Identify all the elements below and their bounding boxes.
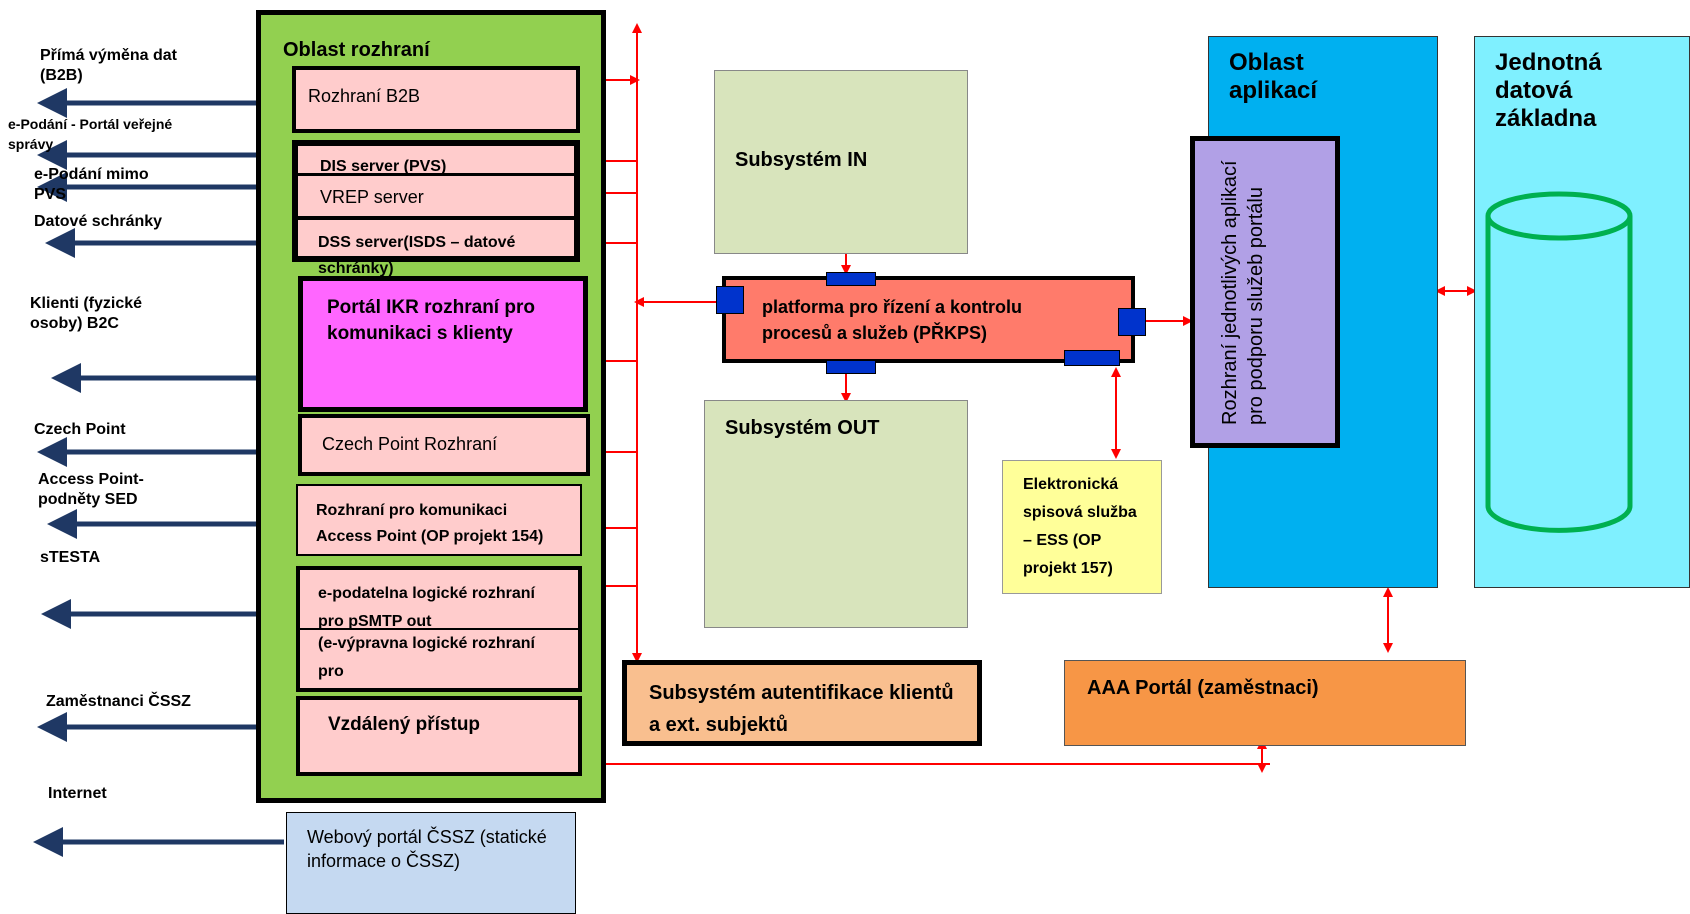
label-epodani-mimo: e-Podání mimo PVS xyxy=(34,166,149,203)
epodatelna-box: e-podatelna logické rozhraní pro pSMTP o… xyxy=(300,574,582,630)
dis-server-label: DIS server (PVS) xyxy=(320,158,447,175)
subsystem-out-label: Subsystém OUT xyxy=(725,417,880,439)
dss-server-box: DSS server(ISDS – datové schránky) xyxy=(296,218,576,277)
aaa-portal-label: AAA Portál (zaměstnaci) xyxy=(1087,677,1319,699)
czech-point-rozhrani-box: Czech Point Rozhraní xyxy=(298,414,590,476)
evypravna-box: (e-výpravna logické rozhraní pro xyxy=(300,630,578,688)
jednotna-zakladna-label: Jednotná datová základna xyxy=(1495,49,1602,132)
label-czech-point: Czech Point xyxy=(34,421,126,438)
access-point-rozhrani-label: Rozhraní pro komunikaci Access Point (OP… xyxy=(316,502,544,545)
connector-square xyxy=(826,272,876,286)
autentifikace-box: Subsystém autentifikace klientů a ext. s… xyxy=(622,660,982,746)
epodatelna-label: e-podatelna logické rozhraní pro pSMTP o… xyxy=(318,585,535,630)
dis-server-box: DIS server (PVS) xyxy=(296,144,576,175)
rozhrani-b2b-label: Rozhraní B2B xyxy=(308,86,421,106)
vzdaleny-pristup-label: Vzdálený přístup xyxy=(328,714,481,735)
label-access-point: Access Point- podněty SED xyxy=(38,471,144,508)
aaa-portal-box: AAA Portál (zaměstnaci) xyxy=(1064,660,1466,746)
webovy-portal-label: Webový portál ČSSZ (statické informace o… xyxy=(307,827,547,871)
vrep-server-label: VREP server xyxy=(320,187,424,207)
subsystem-out-box: Subsystém OUT xyxy=(704,400,968,628)
dss-server-label: DSS server(ISDS – datové schránky) xyxy=(318,234,516,277)
interface-area-title: Oblast rozhraní xyxy=(283,39,430,61)
oblast-aplikaci-label: Oblast aplikací xyxy=(1229,49,1318,104)
ess-label: Elektronická spisová služba – ESS (OP pr… xyxy=(1023,476,1137,577)
rozhrani-b2b-box: Rozhraní B2B xyxy=(292,66,580,133)
label-epodani-pvs: e-Podání - Portál veřejné správy xyxy=(8,116,173,152)
platforma-label: platforma pro řízení a kontrolu procesů … xyxy=(762,297,1023,343)
rozhrani-aplikaci-label: Rozhraní jednotlivých aplikací pro podpo… xyxy=(1219,160,1267,425)
label-zamestnanci: Zaměstnanci ČSSZ xyxy=(46,693,191,710)
autentifikace-label: Subsystém autentifikace klientů a ext. s… xyxy=(649,682,954,736)
access-point-rozhrani-box: Rozhraní pro komunikaci Access Point (OP… xyxy=(296,484,582,556)
label-internet: Internet xyxy=(48,785,107,802)
connector-square xyxy=(1064,350,1120,366)
subsystem-in-box: Subsystém IN xyxy=(714,70,968,254)
rozhrani-aplikaci-box: Rozhraní jednotlivých aplikací pro podpo… xyxy=(1190,136,1340,448)
evypravna-label: (e-výpravna logické rozhraní pro xyxy=(318,635,535,680)
czech-point-rozhrani-label: Czech Point Rozhraní xyxy=(322,434,498,454)
connector-square xyxy=(1118,308,1146,336)
vrep-server-box: VREP server xyxy=(296,174,576,218)
connector-square xyxy=(826,360,876,374)
connector-square xyxy=(716,286,744,314)
label-stesta: sTESTA xyxy=(40,549,101,566)
portal-ikr-box: Portál IKR rozhraní pro komunikaci s kli… xyxy=(298,276,588,412)
database-cylinder-icon xyxy=(1485,191,1633,533)
subsystem-in-label: Subsystém IN xyxy=(735,149,868,171)
label-klienti: Klienti (fyzické osoby) B2C xyxy=(30,295,143,332)
vzdaleny-pristup-box: Vzdálený přístup xyxy=(296,696,582,776)
ess-box: Elektronická spisová služba – ESS (OP pr… xyxy=(1002,460,1162,594)
label-b2b: Přímá výměna dat (B2B) xyxy=(40,47,177,84)
webovy-portal-box: Webový portál ČSSZ (statické informace o… xyxy=(286,812,576,914)
external-arrows xyxy=(33,88,321,857)
portal-ikr-label: Portál IKR rozhraní pro komunikaci s kli… xyxy=(327,297,535,344)
label-datove-schranky: Datové schránky xyxy=(34,213,163,230)
